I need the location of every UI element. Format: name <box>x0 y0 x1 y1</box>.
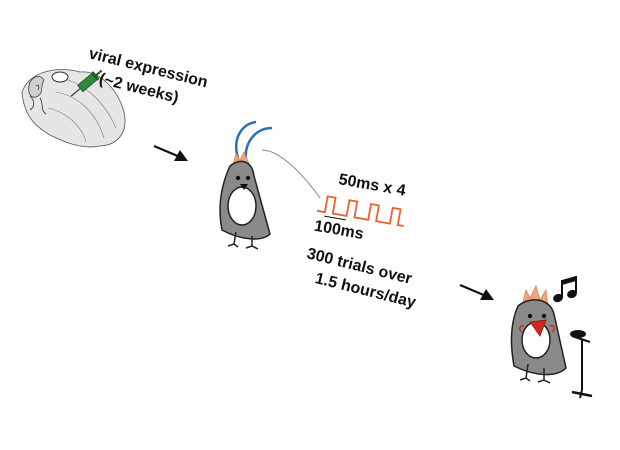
stimulation-group: 50ms x 4 100ms <box>313 171 407 243</box>
trials-label: 300 trials over 1.5 hours/day <box>305 245 418 311</box>
bird-icon <box>219 120 273 250</box>
interval-bracket <box>324 215 346 221</box>
microphone-icon <box>570 330 593 399</box>
arrow-icon <box>153 144 188 161</box>
interval-label: 100ms <box>313 218 365 243</box>
brain-icon <box>21 69 126 148</box>
pulse-label: 50ms x 4 <box>337 171 407 199</box>
optical-fiber-icon <box>235 120 273 161</box>
fiber-cable <box>261 149 321 199</box>
syringe-icon <box>70 69 103 97</box>
arrow-icon <box>459 283 494 300</box>
music-note-icon <box>553 276 577 303</box>
bird-icon <box>510 284 567 384</box>
square-pulse-icon <box>316 195 404 227</box>
